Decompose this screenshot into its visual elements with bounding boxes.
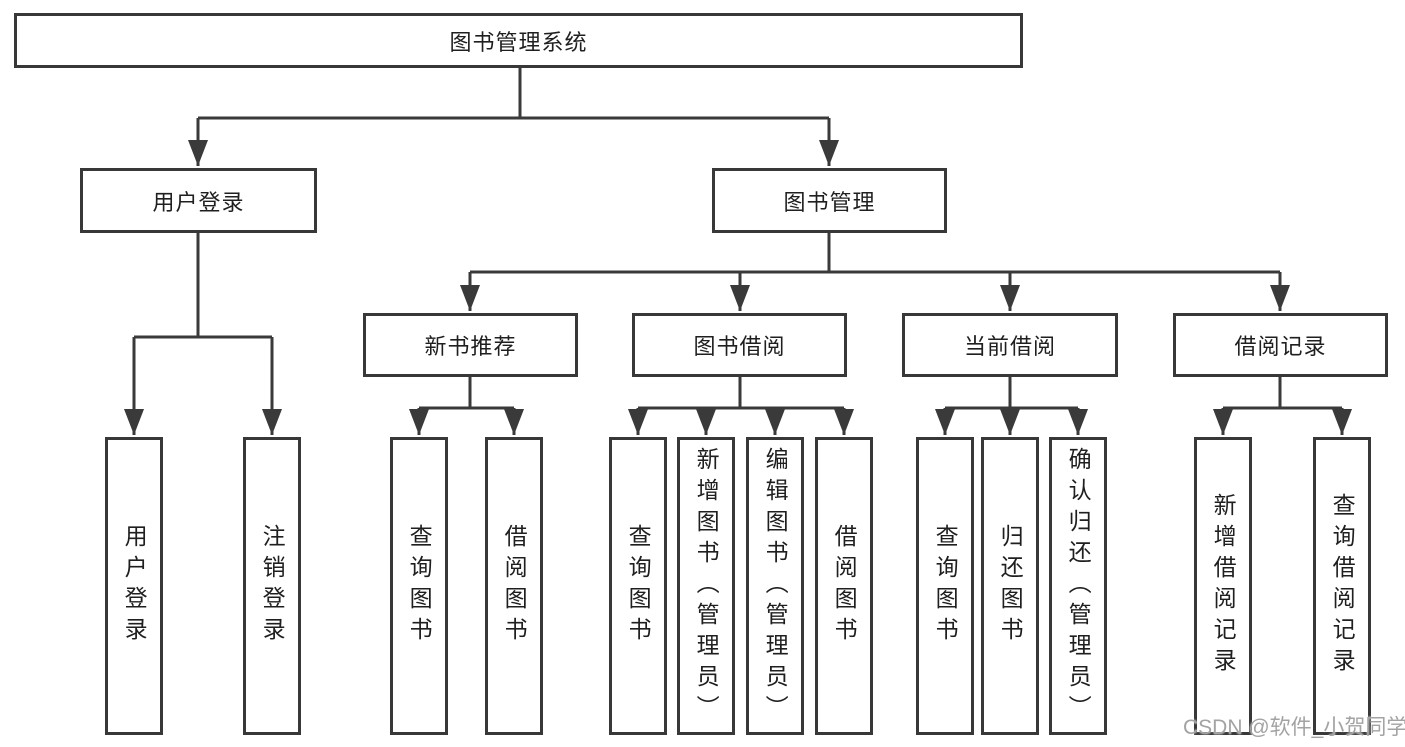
leaf-label: 查询图书 bbox=[406, 524, 433, 648]
leaf-borrow-books-recommend: 借阅图书 bbox=[485, 437, 543, 735]
node-label: 新书推荐 bbox=[424, 334, 517, 359]
leaf-label: 新增借阅记录 bbox=[1210, 493, 1237, 679]
leaf-add-borrow-record: 新增借阅记录 bbox=[1194, 437, 1252, 735]
csdn-watermark: CSDN @软件_小贺同学 bbox=[1183, 716, 1405, 739]
leaf-label: 查询借阅记录 bbox=[1329, 493, 1356, 679]
node-user-login: 用户登录 bbox=[80, 168, 317, 233]
node-label: 当前借阅 bbox=[963, 334, 1056, 359]
leaf-query-borrow-record: 查询借阅记录 bbox=[1313, 437, 1371, 735]
leaf-return-books: 归还图书 bbox=[981, 437, 1039, 735]
leaf-label: 编辑图书（管理员） bbox=[762, 446, 789, 726]
node-book-borrowing: 图书借阅 bbox=[632, 313, 847, 377]
node-label: 图书借阅 bbox=[693, 334, 786, 359]
leaf-query-books-borrowing: 查询图书 bbox=[609, 437, 667, 735]
leaf-edit-books-admin: 编辑图书（管理员） bbox=[746, 437, 804, 735]
node-label: 图书管理 bbox=[783, 189, 876, 215]
leaf-add-books-admin: 新增图书（管理员） bbox=[677, 437, 735, 735]
leaf-label: 归还图书 bbox=[997, 524, 1024, 648]
leaf-query-books-current: 查询图书 bbox=[916, 437, 974, 735]
leaf-confirm-return-admin: 确认归还（管理员） bbox=[1049, 437, 1107, 735]
leaf-label: 新增图书（管理员） bbox=[693, 446, 720, 726]
node-label: 用户登录 bbox=[152, 189, 245, 215]
node-new-book-recommendation: 新书推荐 bbox=[363, 313, 578, 377]
leaf-label: 确认归还（管理员） bbox=[1065, 446, 1092, 726]
node-borrowing-records: 借阅记录 bbox=[1173, 313, 1388, 377]
leaf-label: 注销登录 bbox=[259, 524, 286, 648]
leaf-label: 借阅图书 bbox=[501, 524, 528, 648]
node-current-borrowing: 当前借阅 bbox=[902, 313, 1118, 377]
leaf-query-books-recommend: 查询图书 bbox=[390, 437, 448, 735]
node-book-management: 图书管理 bbox=[712, 168, 947, 233]
leaf-label: 用户登录 bbox=[121, 524, 148, 648]
leaf-logout: 注销登录 bbox=[243, 437, 301, 735]
node-label: 借阅记录 bbox=[1234, 334, 1327, 359]
leaf-label: 查询图书 bbox=[932, 524, 959, 648]
leaf-label: 查询图书 bbox=[625, 524, 652, 648]
leaf-borrow-books-borrowing: 借阅图书 bbox=[815, 437, 873, 735]
node-library-management-system: 图书管理系统 bbox=[14, 13, 1023, 68]
leaf-user-login: 用户登录 bbox=[105, 437, 163, 735]
node-label: 图书管理系统 bbox=[449, 29, 588, 55]
leaf-label: 借阅图书 bbox=[831, 524, 858, 648]
